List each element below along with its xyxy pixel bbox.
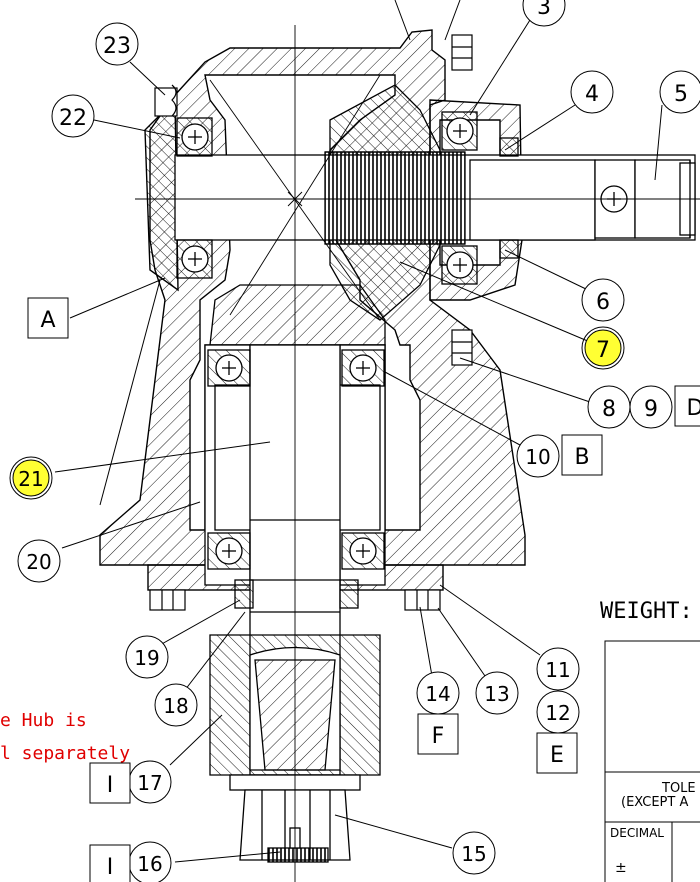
svg-text:9: 9 — [644, 397, 658, 422]
leader-lines — [54, 0, 663, 863]
svg-text:D: D — [687, 396, 700, 421]
tag-a: A — [27, 297, 69, 339]
svg-text:7: 7 — [596, 338, 610, 363]
callout-20: 20 — [17, 539, 61, 583]
callout-12: 12 — [536, 690, 580, 734]
tag-i-2: I — [89, 844, 131, 882]
left-cap — [144, 98, 179, 292]
tag-e: E — [536, 732, 578, 774]
vent-plug — [154, 87, 178, 117]
centerlines — [135, 25, 700, 882]
bearing-icon — [441, 111, 478, 151]
hub-note: e Hub is l separately — [0, 710, 130, 764]
bearings — [176, 111, 628, 609]
svg-text:18: 18 — [163, 694, 188, 718]
callout-13: 13 — [475, 671, 519, 715]
callout-18: 18 — [154, 683, 198, 727]
svg-text:22: 22 — [59, 106, 87, 131]
callout-11: 11 — [536, 647, 580, 691]
svg-text:4: 4 — [585, 82, 599, 107]
callout-4: 4 — [570, 70, 614, 114]
svg-text:20: 20 — [26, 550, 51, 574]
bearing-icon — [341, 532, 385, 570]
bearing-icon — [176, 117, 213, 157]
tolerance-label: TOLE — [661, 781, 696, 796]
svg-text:e Hub is: e Hub is — [0, 710, 87, 731]
svg-text:B: B — [574, 445, 589, 470]
bolt-icon — [451, 329, 473, 366]
callout-19: 19 — [125, 635, 169, 679]
svg-text:6: 6 — [596, 290, 610, 315]
svg-text:21: 21 — [18, 467, 43, 491]
svg-text:I: I — [107, 773, 114, 798]
svg-text:23: 23 — [103, 34, 131, 59]
svg-text:19: 19 — [134, 646, 159, 670]
svg-text:8: 8 — [602, 397, 616, 422]
bearing-icon — [176, 239, 213, 279]
callout-14: 14 — [416, 671, 460, 715]
svg-text:15: 15 — [461, 842, 486, 866]
svg-text:I: I — [107, 855, 114, 880]
callout-15: 15 — [452, 831, 496, 875]
bolt-icon — [451, 34, 473, 71]
tag-b: B — [561, 434, 603, 476]
tag-d: D — [674, 385, 700, 427]
bearing-icon — [207, 532, 251, 570]
svg-text:16: 16 — [137, 852, 162, 876]
bearing-icon — [441, 245, 478, 285]
bearing-icon — [207, 349, 251, 387]
decimal-label: DECIMAL — [610, 826, 664, 840]
callout-5: 5 — [659, 70, 700, 114]
callouts: 23 3 22 4 5 6 7 8 9 10 21 20 19 18 14 13… — [9, 0, 700, 882]
callout-23: 23 — [95, 22, 139, 66]
svg-text:17: 17 — [137, 771, 162, 795]
callout-22: 22 — [51, 94, 95, 138]
callout-21: 21 — [9, 456, 53, 500]
svg-text:13: 13 — [484, 682, 509, 706]
callout-10: 10 — [516, 434, 560, 478]
svg-text:12: 12 — [545, 701, 570, 725]
bolt-icon — [149, 589, 186, 611]
intersection-star-icon — [287, 191, 303, 207]
bolts — [149, 34, 473, 611]
svg-text:5: 5 — [674, 82, 688, 107]
callout-6: 6 — [581, 278, 625, 322]
weight-label: WEIGHT: — [600, 599, 693, 624]
tag-i: I — [89, 762, 131, 804]
callout-17: 17 — [128, 760, 172, 804]
callout-16: 16 — [128, 841, 172, 882]
except-label: (EXCEPT A — [621, 795, 688, 810]
callout-9: 9 — [629, 385, 673, 429]
tags: A D B F E I I — [27, 297, 700, 882]
bearing-icon — [341, 349, 385, 387]
svg-text:F: F — [432, 724, 445, 749]
tag-f: F — [417, 713, 459, 755]
svg-text:A: A — [40, 308, 55, 333]
callout-8: 8 — [587, 385, 631, 429]
plusminus-label: ± — [615, 860, 627, 876]
svg-text:10: 10 — [525, 445, 550, 469]
callout-7: 7 — [581, 326, 625, 370]
svg-text:14: 14 — [425, 682, 450, 706]
svg-text:l separately: l separately — [0, 743, 130, 764]
svg-text:3: 3 — [537, 0, 551, 20]
callout-3: 3 — [522, 0, 566, 27]
bolt-icon — [404, 589, 441, 611]
svg-text:11: 11 — [545, 658, 570, 682]
svg-text:E: E — [550, 743, 564, 768]
title-block: TOLE (EXCEPT A DECIMAL ± — [604, 640, 700, 882]
